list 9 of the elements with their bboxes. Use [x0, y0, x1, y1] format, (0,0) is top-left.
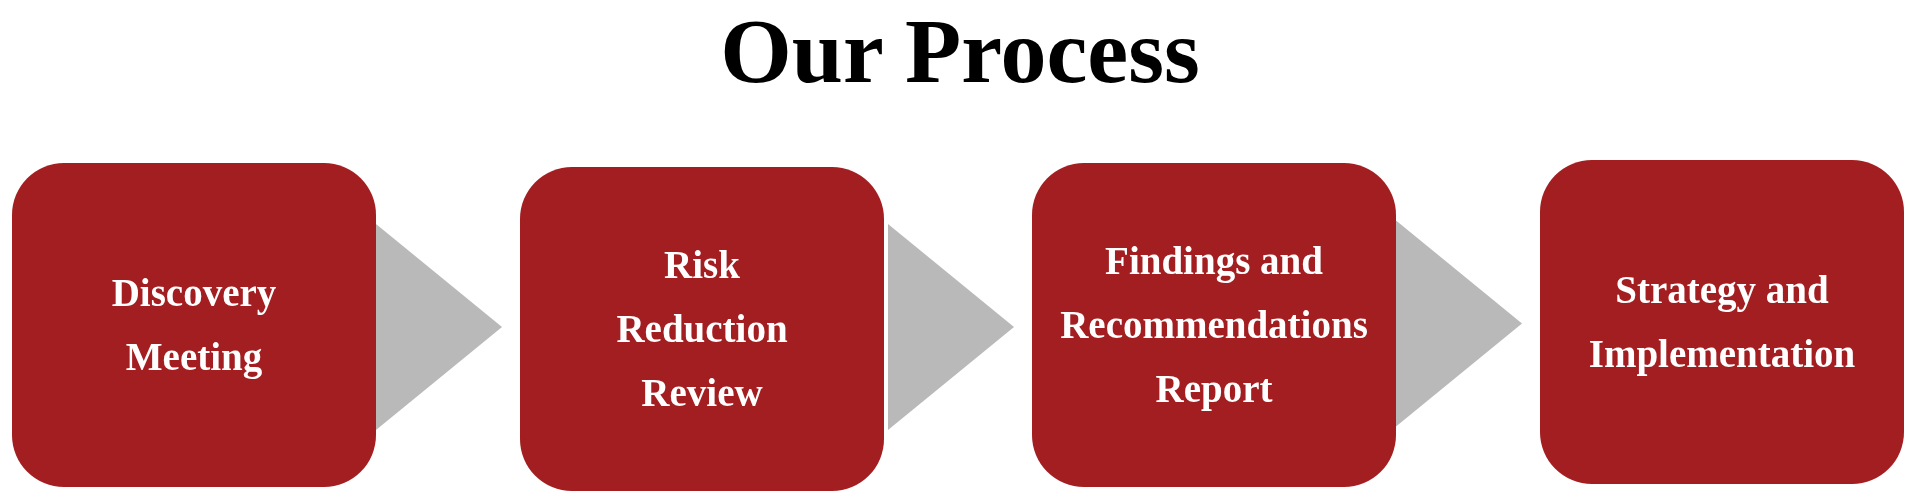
process-step-box: [520, 167, 884, 491]
diagram-title: Our Process: [719, 0, 1201, 104]
step-label: Discovery Meeting: [110, 270, 278, 381]
process-step-box: [1032, 163, 1396, 487]
step-label: Strategy and Implementation: [1587, 267, 1857, 378]
step-label: Risk Reduction Review: [615, 242, 789, 416]
step-label: Findings and Recommendations Report: [1059, 238, 1369, 413]
process-step-box: [1540, 160, 1904, 484]
process-step-box: [12, 163, 376, 487]
